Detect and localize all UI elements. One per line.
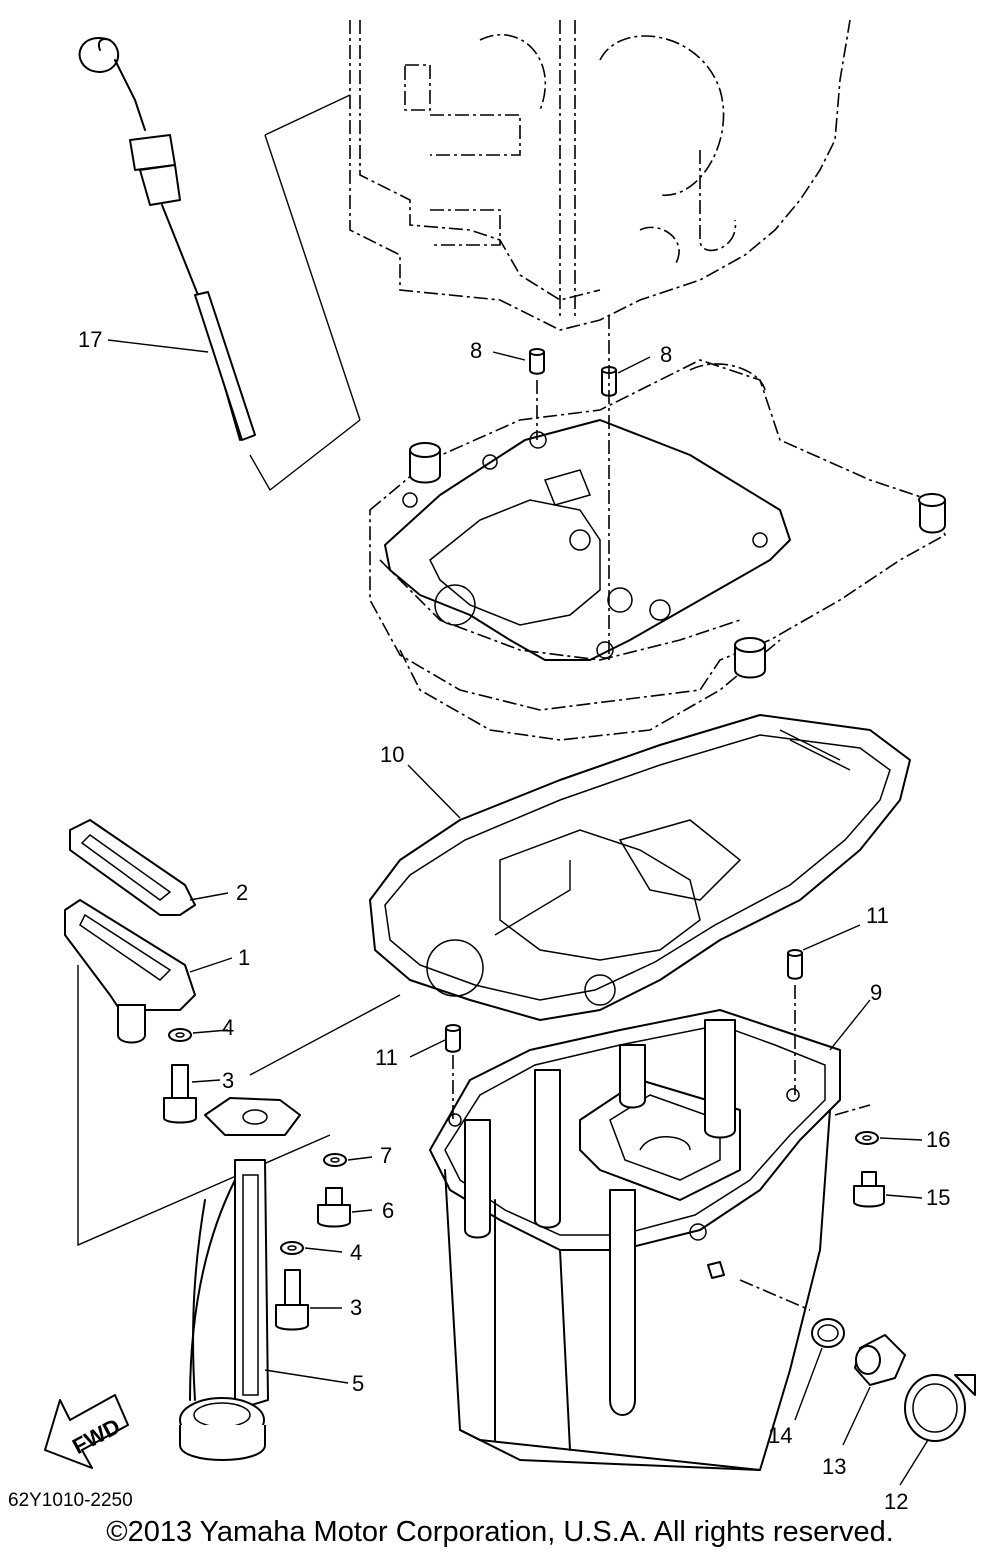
bolt xyxy=(317,1187,351,1228)
callout-labels: 17 8 8 10 2 1 4 3 11 11 9 7 6 4 3 5 16 1… xyxy=(78,327,950,1514)
callout-17: 17 xyxy=(78,327,102,352)
dipstick-bracket-line xyxy=(249,94,361,492)
oil-strainer xyxy=(179,1097,301,1461)
cover-gasket xyxy=(69,819,196,916)
bolt xyxy=(853,1171,885,1208)
drain-cap xyxy=(904,1374,976,1442)
callout-11: 11 xyxy=(375,1045,398,1070)
callout-8: 8 xyxy=(470,338,482,363)
callout-6: 6 xyxy=(382,1198,394,1223)
alignment-line xyxy=(536,315,610,660)
callout-12: 12 xyxy=(884,1489,908,1514)
drain-plug xyxy=(854,1334,906,1386)
copyright-notice: ©2013 Yamaha Motor Corporation, U.S.A. A… xyxy=(106,1516,894,1548)
washer xyxy=(168,1028,192,1042)
callout-4: 4 xyxy=(222,1015,234,1040)
oil-pan xyxy=(429,1009,841,1471)
washer xyxy=(855,1131,879,1145)
breather-spacer xyxy=(64,899,196,1044)
washer xyxy=(323,1153,347,1167)
callout-10: 10 xyxy=(380,742,404,767)
o-ring xyxy=(811,1318,845,1348)
washer xyxy=(280,1241,304,1255)
callout-3: 3 xyxy=(222,1068,234,1093)
callout-15: 15 xyxy=(926,1185,950,1210)
callout-4: 4 xyxy=(350,1240,362,1265)
drawing-code: 62Y1010-2250 xyxy=(8,1490,133,1511)
callout-5: 5 xyxy=(352,1371,364,1396)
callout-14: 14 xyxy=(768,1423,792,1448)
dipstick xyxy=(78,37,256,441)
callout-13: 13 xyxy=(822,1454,846,1479)
bolt xyxy=(275,1269,309,1331)
callout-11: 11 xyxy=(866,903,889,928)
upper-casing-flange xyxy=(384,419,946,679)
dowel-pin xyxy=(787,949,803,980)
callout-2: 2 xyxy=(236,880,248,905)
bolt xyxy=(163,1064,197,1124)
oil-pan-gasket xyxy=(369,714,911,1021)
dowel-pin xyxy=(529,348,545,375)
callout-3: 3 xyxy=(350,1295,362,1320)
alignment-line xyxy=(452,985,796,1120)
callout-16: 16 xyxy=(926,1127,950,1152)
dowel-pin xyxy=(601,366,617,397)
upper-casing-outline xyxy=(369,359,947,741)
callout-1: 1 xyxy=(238,945,250,970)
engine-block-outline xyxy=(349,19,851,331)
callout-leaders xyxy=(107,339,929,1486)
dowel-pin xyxy=(445,1024,461,1053)
alignment-line xyxy=(739,1104,871,1311)
callout-9: 9 xyxy=(870,980,882,1005)
callout-7: 7 xyxy=(380,1143,392,1168)
callout-8: 8 xyxy=(660,342,672,367)
forward-arrow-icon: FWD xyxy=(44,1394,129,1469)
